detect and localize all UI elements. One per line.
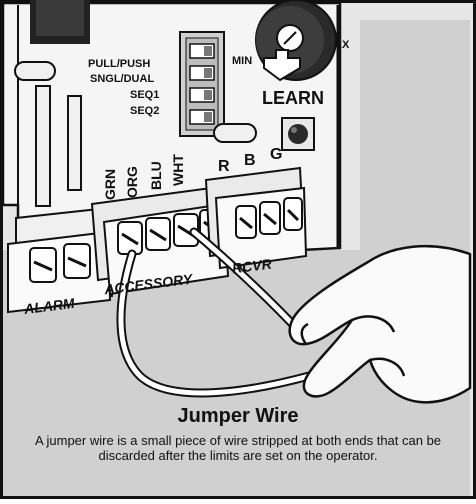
- dip-label-pull-push: PULL/PUSH: [88, 59, 150, 70]
- dip-label-seq1: SEQ1: [130, 90, 159, 101]
- caption-title: Jumper Wire: [0, 405, 476, 428]
- caption-body: A jumper wire is a small piece of wire s…: [30, 433, 446, 463]
- learn-label: LEARN: [262, 88, 324, 109]
- dip-label-seq2: SEQ2: [130, 106, 159, 117]
- wire-label-blu: BLU: [148, 161, 164, 190]
- capsule-component: [15, 62, 55, 80]
- rcvr-letter-g: G: [270, 146, 282, 164]
- dip-label-sngl-dual: SNGL/DUAL: [90, 74, 154, 85]
- learn-button: [282, 118, 314, 150]
- dial-knob: [256, 0, 336, 80]
- capsule-component-2: [214, 124, 256, 142]
- bar-component-2: [68, 96, 81, 190]
- dial-max-label: AX: [334, 40, 349, 51]
- rcvr-letter-b: B: [244, 152, 256, 170]
- dip-switch: [180, 32, 224, 136]
- bar-component-1: [36, 86, 50, 206]
- rcvr-letter-r: R: [218, 158, 230, 176]
- dial-min-label: MIN: [232, 56, 252, 67]
- wire-label-grn: GRN: [102, 169, 118, 200]
- wire-label-wht: WHT: [170, 154, 186, 186]
- wire-label-org: ORG: [124, 166, 140, 198]
